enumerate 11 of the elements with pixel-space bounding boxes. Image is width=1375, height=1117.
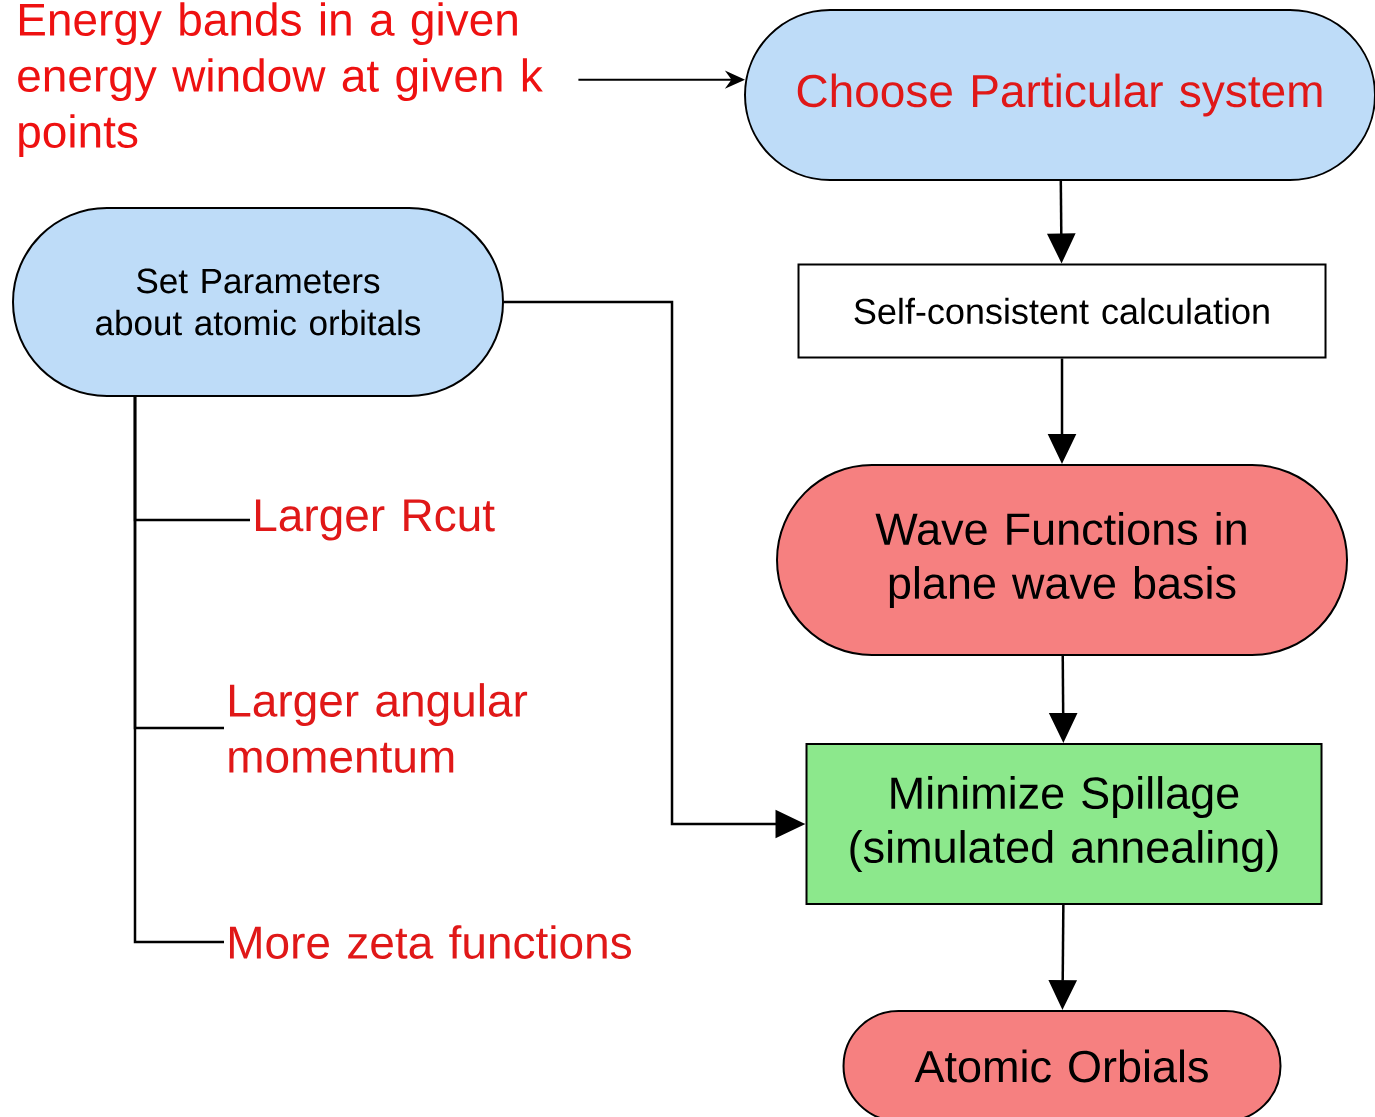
annotation-text: Energy bands in a given energy window at given k points xyxy=(18,2,543,158)
branch-label: More zeta functions xyxy=(230,925,631,959)
process-box: Minimize Spillage (simulated annealing) xyxy=(805,743,1323,905)
process-box: Self-consistent calculation xyxy=(797,263,1327,359)
connector-line xyxy=(133,397,224,944)
branch-label: Larger angular momentum xyxy=(229,683,528,773)
terminal-box: Wave Functions in plane wave basis xyxy=(776,464,1348,656)
terminal-box: Choose Particular system xyxy=(744,9,1375,181)
terminal-box: Set Parameters about atomic orbitals xyxy=(12,207,504,397)
branch-label: Larger Rcut xyxy=(256,499,495,541)
terminal-box: Atomic Orbials xyxy=(842,1010,1282,1117)
